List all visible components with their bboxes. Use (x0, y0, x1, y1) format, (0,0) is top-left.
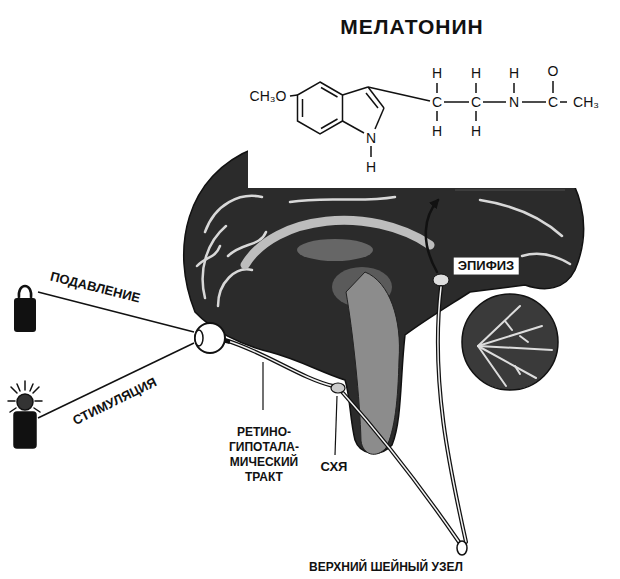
formula-atom: H (509, 65, 519, 81)
eyeball (195, 323, 225, 353)
light-ray (10, 408, 16, 412)
part-label: ЭПИФИЗ (454, 258, 519, 275)
bond (436, 83, 438, 93)
bond (436, 111, 438, 121)
tract-line (225, 340, 333, 386)
cervical-ganglion (457, 541, 467, 555)
formula-atom: CH₃ (573, 94, 599, 110)
bond (321, 119, 338, 129)
bond (560, 101, 567, 103)
bond (475, 83, 477, 93)
light-ray (24, 381, 26, 390)
formula-atom: CH₃O (250, 88, 287, 104)
benzene-ring (298, 82, 343, 134)
light-ray (34, 408, 40, 412)
bond (343, 121, 365, 133)
bond (522, 101, 546, 103)
tract-halo (225, 340, 333, 386)
lamp-loop (19, 286, 31, 298)
gyrus-line (205, 196, 262, 232)
bond (290, 95, 298, 96)
path-line (438, 287, 466, 542)
bond (368, 87, 430, 101)
bond (513, 83, 515, 93)
formula-panel (248, 44, 620, 188)
arbor-vitae (478, 306, 552, 386)
bond (302, 99, 304, 117)
gyrus-line (480, 200, 562, 236)
bond (343, 87, 369, 95)
bond (552, 81, 554, 93)
structural-formula (290, 81, 567, 157)
scn-nucleus (331, 383, 345, 393)
eye (195, 323, 230, 353)
arbor-line (478, 346, 552, 350)
part-label: ВЕРХНИЙ ШЕЙНЫЙ УЗЕЛ (309, 561, 463, 575)
bond (475, 111, 477, 121)
formula-atom: C (432, 94, 442, 110)
lamp-bulb (17, 394, 33, 410)
formula-atom: H (366, 159, 376, 175)
gyrus-line (290, 197, 395, 202)
gyrus-line (522, 254, 570, 264)
formula-atom: N (509, 94, 519, 110)
arbor-line (478, 346, 536, 378)
stimulus-label: СТИМУЛЯЦИЯ (71, 375, 160, 429)
light-ray (30, 384, 33, 391)
part-label: РЕТИНО- ГИПОТАЛА- МИЧЕСКИЙ ТРАКТ (229, 425, 299, 485)
arbor-line (515, 366, 520, 374)
bond (370, 146, 372, 157)
formula-atom: H (432, 123, 442, 139)
pineal-gland (433, 274, 449, 286)
lens (195, 330, 203, 346)
panel-edge (455, 189, 565, 191)
arbor-line (478, 346, 506, 386)
cerebellum (462, 294, 558, 390)
leader-line (262, 362, 263, 410)
formula-atom: C (548, 94, 558, 110)
bright-lamp (8, 381, 42, 448)
arbor-line (505, 321, 512, 330)
bond (366, 93, 378, 108)
light-ray (8, 400, 15, 402)
bond (375, 108, 384, 129)
formula-atom: O (548, 63, 559, 79)
stimulus-label: ПОДАВЛЕНИЕ (48, 270, 141, 307)
light-ray (35, 400, 42, 402)
formula-atom: H (471, 123, 481, 139)
diagram-title: МЕЛАТОНИН (340, 15, 483, 39)
bond (444, 101, 469, 103)
formula-atom: H (432, 65, 442, 81)
lamp-body (14, 298, 36, 332)
gyrus-line (197, 246, 220, 266)
ventricle (297, 239, 373, 261)
formula-atom: C (471, 94, 481, 110)
corpus-callosum (245, 220, 430, 265)
secretion-arrow (426, 200, 438, 272)
part-label: СХЯ (317, 459, 352, 476)
bond (321, 88, 338, 98)
arbor-line (520, 336, 528, 342)
light-ray (33, 387, 39, 393)
bond (483, 101, 506, 103)
formula-atom: N (366, 130, 376, 146)
lamp-body (14, 412, 36, 448)
path-halo (438, 287, 466, 542)
dark-lamp (14, 286, 36, 332)
formula-atom: H (471, 65, 481, 81)
gyrus-line (218, 269, 252, 306)
light-ray (11, 387, 17, 393)
light-ray (17, 384, 20, 391)
neural-pathway (225, 200, 466, 542)
leader-line (335, 396, 337, 455)
